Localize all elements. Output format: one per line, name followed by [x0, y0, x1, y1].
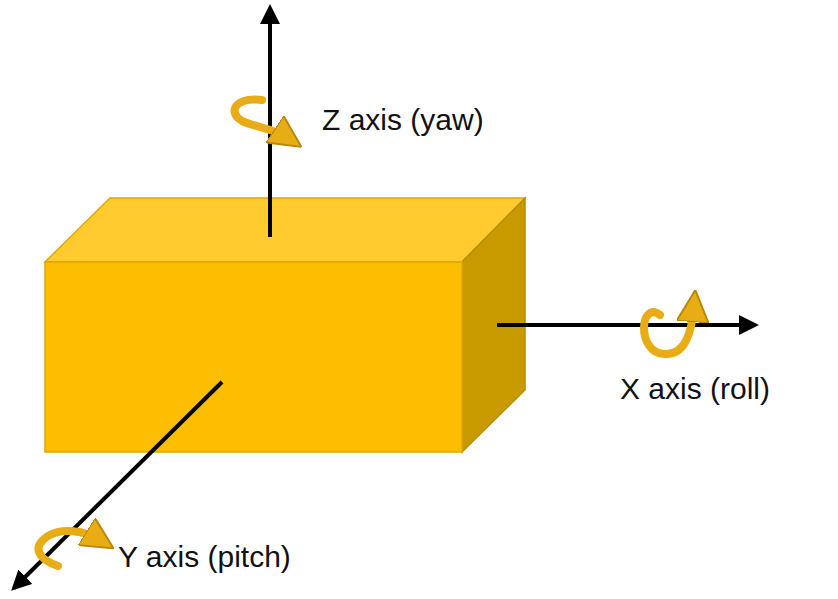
- axis-label: X axis (roll): [620, 372, 770, 406]
- box-front: [45, 262, 462, 452]
- box-top: [45, 198, 525, 262]
- pitch-arrow: [39, 531, 100, 566]
- yaw-arrow: [235, 100, 288, 138]
- axis-label: Y axis (pitch): [118, 540, 291, 574]
- z-axis: [268, 8, 272, 237]
- x-axis: [497, 323, 755, 327]
- axis-label: Z axis (yaw): [322, 103, 484, 137]
- roll-arrow: [644, 306, 694, 354]
